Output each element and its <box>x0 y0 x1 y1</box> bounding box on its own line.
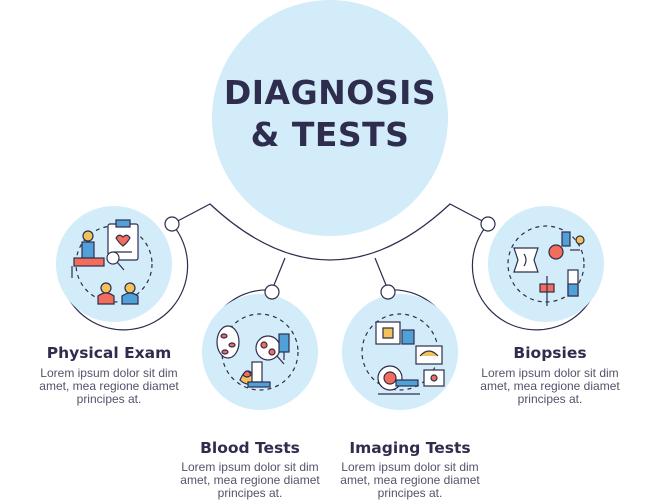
page-title: DIAGNOSIS & TESTS <box>212 72 448 156</box>
label-imaging-tests: Imaging Tests <box>349 439 471 457</box>
connector-imaging <box>374 257 389 291</box>
circle-biopsies <box>488 206 604 322</box>
desc-physical-exam: Lorem ipsum dolor sit dim amet, mea regi… <box>39 366 179 406</box>
connector-curve <box>171 203 489 261</box>
physical-exam-icon <box>71 219 153 305</box>
biopsies-icon <box>507 225 585 306</box>
node-biopsies <box>480 216 496 232</box>
title-line-2: & TESTS <box>250 115 410 154</box>
label-biopsies: Biopsies <box>513 344 587 362</box>
imaging-tests-icon <box>361 313 445 395</box>
title-circle <box>212 0 448 236</box>
desc-imaging-tests: Lorem ipsum dolor sit dim amet, mea regi… <box>340 460 480 500</box>
node-blood <box>264 284 280 300</box>
node-imaging <box>380 284 396 300</box>
label-physical-exam: Physical Exam <box>46 344 172 362</box>
desc-biopsies: Lorem ipsum dolor sit dim amet, mea regi… <box>480 366 620 406</box>
node-physical <box>164 216 180 232</box>
title-line-1: DIAGNOSIS <box>223 73 437 112</box>
connector-blood <box>271 257 286 291</box>
label-blood-tests: Blood Tests <box>200 439 300 457</box>
blood-tests-icon <box>216 313 299 391</box>
desc-blood-tests: Lorem ipsum dolor sit dim amet, mea regi… <box>180 460 320 500</box>
